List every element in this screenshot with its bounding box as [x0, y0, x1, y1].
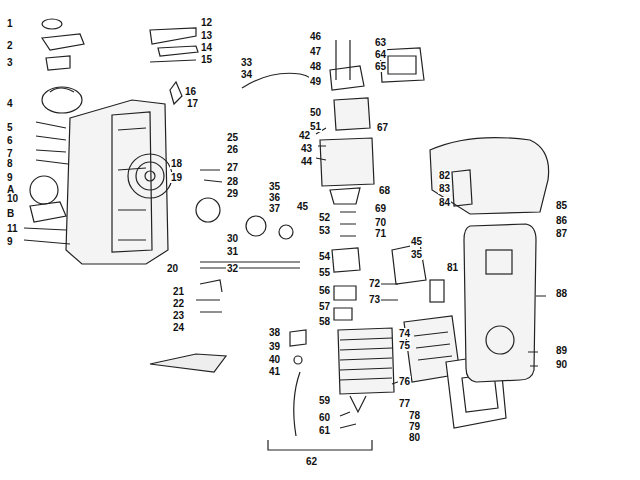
callout-number: 59: [318, 395, 331, 406]
callout-number: 90: [555, 359, 568, 370]
callout-number: 24: [172, 322, 185, 333]
callout-number: 40: [268, 354, 281, 365]
callout-number: 10: [6, 193, 19, 204]
callout-number: 41: [268, 366, 281, 377]
callout-number: 32: [226, 263, 239, 274]
callout-number: 35: [268, 181, 281, 192]
callout-number: 80: [408, 432, 421, 443]
callout-number: 25: [226, 132, 239, 143]
callout-number: 56: [318, 285, 331, 296]
callout-number: 33: [240, 57, 253, 68]
callout-number: 61: [318, 425, 331, 436]
callout-number: 68: [378, 185, 391, 196]
callout-number: 39: [268, 341, 281, 352]
callout-number: 13: [200, 30, 213, 41]
callout-number: 51: [309, 121, 322, 132]
callout-number: 14: [200, 42, 213, 53]
callout-number: 6: [6, 135, 14, 146]
callout-number: 54: [318, 251, 331, 262]
callout-number: 18: [170, 158, 183, 169]
callout-number: 86: [555, 215, 568, 226]
callout-number: 34: [240, 69, 253, 80]
callout-number: 23: [172, 310, 185, 321]
callout-number: 53: [318, 225, 331, 236]
callout-number: 65: [374, 61, 387, 72]
callout-number: 87: [555, 228, 568, 239]
callout-number: 64: [374, 49, 387, 60]
callout-number: 29: [226, 188, 239, 199]
callout-number: 47: [309, 46, 322, 57]
callout-number: 45: [410, 236, 423, 247]
callout-number: 76: [398, 376, 411, 387]
callout-number: 74: [398, 328, 411, 339]
callout-number: 2: [6, 40, 14, 51]
callout-number: 8: [6, 158, 14, 169]
callout-number: 45: [296, 201, 309, 212]
callout-number: 36: [268, 192, 281, 203]
callout-number: 85: [555, 200, 568, 211]
callout-number: 5: [6, 122, 14, 133]
callout-number: 27: [226, 162, 239, 173]
callout-number: 58: [318, 316, 331, 327]
callout-number: 88: [555, 288, 568, 299]
callout-number: 48: [309, 61, 322, 72]
callout-number: 3: [6, 57, 14, 68]
callout-number: 62: [305, 456, 318, 467]
callout-number: 17: [186, 98, 199, 109]
callout-number: 63: [374, 37, 387, 48]
callout-number: 35: [410, 249, 423, 260]
callout-number: 49: [309, 76, 322, 87]
callout-number: 67: [376, 122, 389, 133]
callout-number: 82: [438, 170, 451, 181]
callout-number: 81: [446, 262, 459, 273]
callout-number: 22: [172, 298, 185, 309]
callout-number: 12: [200, 17, 213, 28]
callout-number: 19: [170, 172, 183, 183]
callout-number: 11: [6, 223, 19, 234]
callout-number: 43: [300, 143, 313, 154]
callout-number: 52: [318, 212, 331, 223]
callout-number: 77: [398, 398, 411, 409]
callout-number: B: [6, 208, 15, 219]
callout-number: 44: [300, 156, 313, 167]
callout-number: 72: [368, 278, 381, 289]
callout-number: 9: [6, 172, 14, 183]
callout-number: 69: [374, 203, 387, 214]
callout-number: 60: [318, 412, 331, 423]
callout-number: 26: [226, 144, 239, 155]
callout-number: 31: [226, 246, 239, 257]
callout-number: 70: [374, 217, 387, 228]
callout-number: 16: [184, 86, 197, 97]
callout-number: 37: [268, 203, 281, 214]
callout-number: 75: [398, 340, 411, 351]
callout-number: 46: [309, 31, 322, 42]
callout-number: 73: [368, 294, 381, 305]
callout-number: 38: [268, 327, 281, 338]
callout-number: 55: [318, 267, 331, 278]
callout-number: 71: [374, 228, 387, 239]
callout-number: 79: [408, 421, 421, 432]
callout-number: 4: [6, 98, 14, 109]
callout-number: 84: [438, 197, 451, 208]
callout-number: 9: [6, 236, 14, 247]
callout-number: 50: [309, 107, 322, 118]
callout-number: 20: [166, 263, 179, 274]
callout-number: 83: [438, 183, 451, 194]
callout-number: 21: [172, 286, 185, 297]
callout-number: 15: [200, 54, 213, 65]
callout-number: 28: [226, 176, 239, 187]
callout-number: 57: [318, 301, 331, 312]
callout-number: 89: [555, 345, 568, 356]
callout-number: 1: [6, 18, 14, 29]
callout-number: 30: [226, 233, 239, 244]
callout-number: 78: [408, 410, 421, 421]
